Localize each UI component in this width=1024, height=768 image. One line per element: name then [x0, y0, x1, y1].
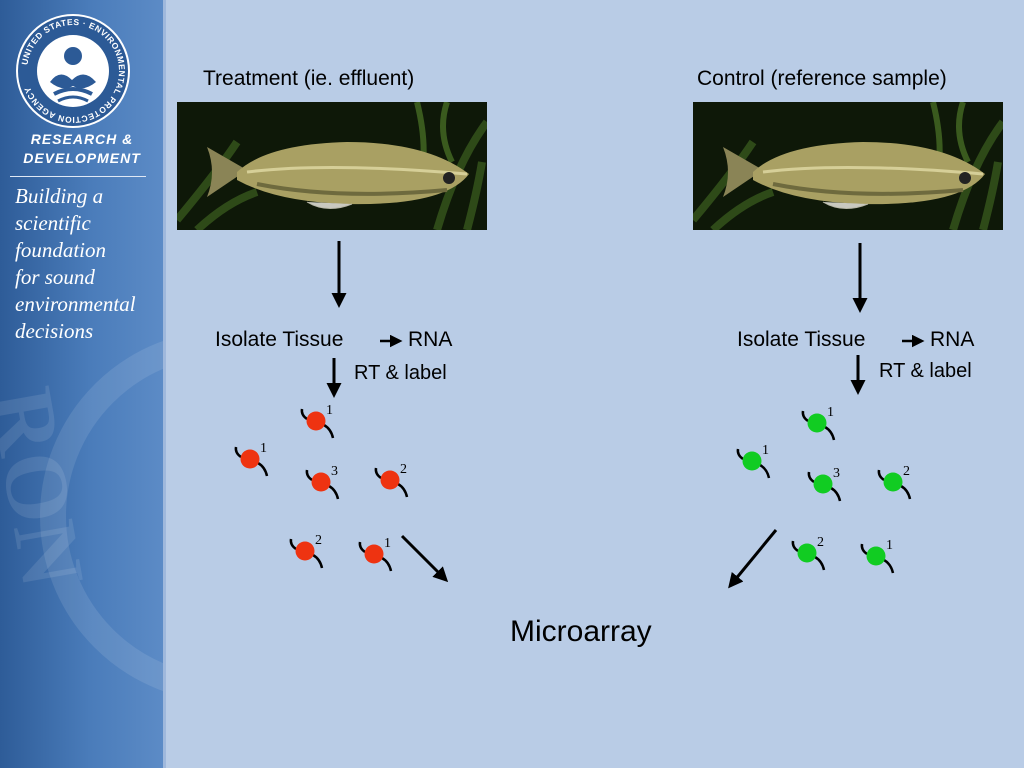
- probe-strand: [824, 425, 836, 441]
- probe-fluorescent-label: [866, 546, 886, 566]
- probe-strand: [374, 467, 382, 480]
- probe-fluorescent-label: [306, 411, 326, 431]
- treatment-probe: 2: [289, 533, 324, 569]
- probe-number: 1: [762, 443, 769, 458]
- probe-fluorescent-label: [742, 451, 762, 471]
- probe-number: 2: [400, 462, 407, 477]
- control-title: Control (reference sample): [697, 67, 947, 90]
- probe-number: 1: [384, 536, 391, 551]
- probe-strand: [328, 484, 340, 500]
- probe-number: 1: [886, 538, 893, 553]
- treatment-probe: 1: [358, 536, 393, 572]
- probe-strand: [312, 553, 324, 569]
- probe-fluorescent-label: [240, 449, 260, 469]
- treatment-probe: 1: [234, 441, 269, 477]
- probe-number: 3: [331, 464, 338, 479]
- probe-strand: [759, 463, 771, 479]
- probe-fluorescent-label: [797, 543, 817, 563]
- microarray-label: Microarray: [510, 615, 652, 648]
- tagline-line: Building a: [15, 184, 104, 208]
- probe-strand: [814, 555, 826, 571]
- probe-strand: [289, 538, 297, 551]
- tagline-line: decisions: [15, 319, 94, 343]
- sidebar-divider: [10, 176, 146, 177]
- probe-number: 2: [903, 464, 910, 479]
- control-probe: 3: [807, 466, 842, 502]
- probe-fluorescent-label: [380, 470, 400, 490]
- probe-strand: [305, 469, 313, 482]
- probe-strand: [900, 484, 912, 500]
- rd-line-1: RESEARCH &: [30, 131, 134, 147]
- treatment-probe: 1: [300, 403, 335, 439]
- treatment-rt-label: RT & label: [354, 362, 447, 384]
- sidebar: RON UNITED STATES · ENVIRONMENTAL PROTEC…: [0, 0, 166, 768]
- treatment-probe: 3: [305, 464, 340, 500]
- control-probe: 1: [801, 405, 836, 441]
- treatment-probe: 2: [374, 462, 409, 498]
- probe-number: 1: [260, 441, 267, 456]
- probe-number: 1: [326, 403, 333, 418]
- sidebar-tagline: Building a scientific foundation for sou…: [15, 183, 160, 345]
- tagline-line: environmental: [15, 292, 136, 316]
- probe-fluorescent-label: [813, 474, 833, 494]
- probe-fluorescent-label: [883, 472, 903, 492]
- probe-strand: [300, 408, 308, 421]
- probe-number: 2: [817, 535, 824, 550]
- probe-strand: [257, 461, 269, 477]
- probe-strand: [860, 543, 868, 556]
- probe-fluorescent-label: [807, 413, 827, 433]
- probe-number: 2: [315, 533, 322, 548]
- probe-strand: [358, 541, 366, 554]
- probe-strand: [397, 482, 409, 498]
- control-probe: 2: [877, 464, 912, 500]
- research-development-wordmark: RESEARCH & DEVELOPMENT: [8, 130, 156, 168]
- tagline-line: foundation: [15, 238, 107, 262]
- probe-number: 3: [833, 466, 840, 481]
- probe-strand: [801, 410, 809, 423]
- control-to-microarray-arrow: [728, 529, 778, 589]
- probe-strand: [736, 448, 744, 461]
- probe-strand: [830, 486, 842, 502]
- probe-fluorescent-label: [364, 544, 384, 564]
- control-isolate-label: Isolate Tissue: [737, 328, 866, 351]
- probe-strand: [807, 471, 815, 484]
- probe-strand: [381, 556, 393, 572]
- tagline-line: for sound: [15, 265, 95, 289]
- probe-fluorescent-label: [295, 541, 315, 561]
- control-labeled-probes: 1 1 2 3 2 1: [736, 405, 912, 574]
- rd-line-2: DEVELOPMENT: [23, 150, 141, 166]
- probe-fluorescent-label: [311, 472, 331, 492]
- treatment-title: Treatment (ie. effluent): [203, 67, 415, 90]
- treatment-to-microarray-arrow: [400, 534, 449, 583]
- control-probe: 1: [860, 538, 895, 574]
- probe-strand: [323, 423, 335, 439]
- treatment-labeled-probes: 1 1 2 3 2 1: [234, 403, 409, 572]
- probe-number: 1: [827, 405, 834, 420]
- control-rna-label: RNA: [930, 328, 975, 351]
- treatment-isolate-label: Isolate Tissue: [215, 328, 344, 351]
- probe-strand: [234, 446, 242, 459]
- control-probe: 2: [791, 535, 826, 571]
- control-probe: 1: [736, 443, 771, 479]
- control-fish-photo: [693, 102, 1003, 230]
- control-rt-label: RT & label: [879, 360, 972, 382]
- treatment-rna-label: RNA: [408, 328, 453, 351]
- epa-seal-logo: UNITED STATES · ENVIRONMENTAL PROTECTION…: [16, 14, 130, 128]
- probe-strand: [791, 540, 799, 553]
- tagline-line: scientific: [15, 211, 91, 235]
- probe-strand: [883, 558, 895, 574]
- probe-strand: [877, 469, 885, 482]
- treatment-fish-photo: [177, 102, 487, 230]
